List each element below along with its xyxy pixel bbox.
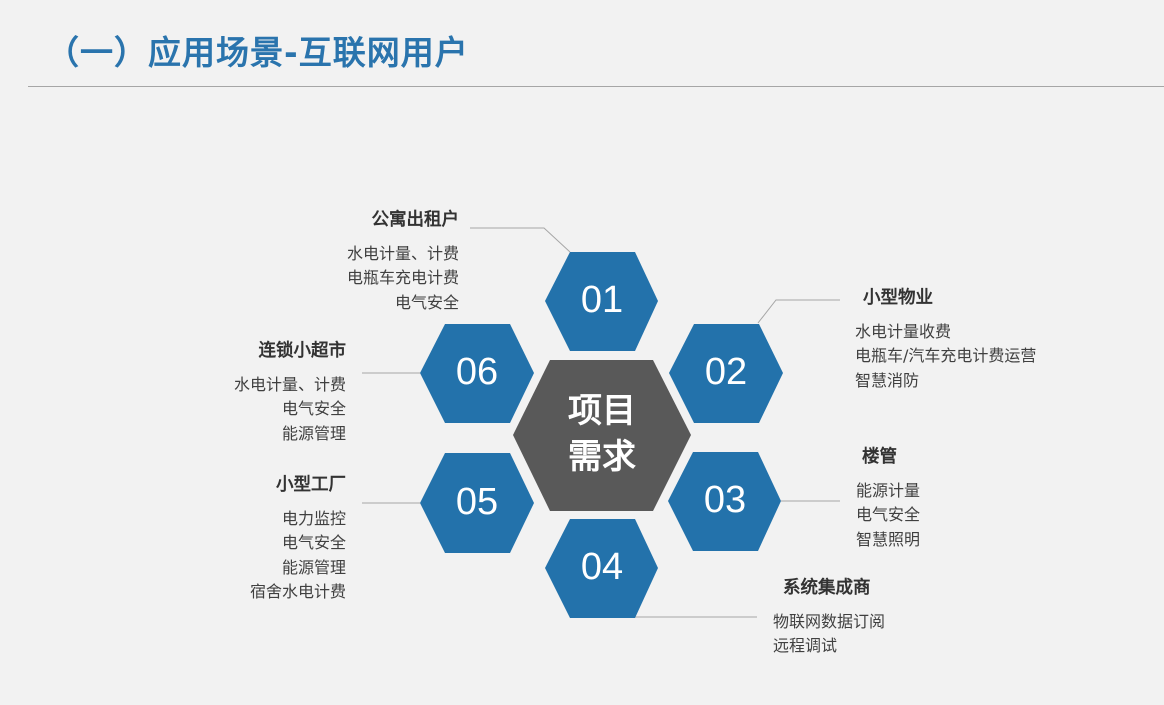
item-heading: 公寓出租户 xyxy=(371,210,460,230)
hex-number-06: 06 xyxy=(455,351,499,393)
hexagon-03 xyxy=(668,452,781,551)
center-hexagon xyxy=(513,360,691,511)
item-line: 水电计量收费 xyxy=(855,321,952,341)
hexagon-06 xyxy=(420,324,534,423)
hex-number-04: 04 xyxy=(580,546,624,588)
item-line: 电瓶车/汽车充电计费运营 xyxy=(855,346,1037,365)
page-title: （一）应用场景-互联网用户 xyxy=(46,33,469,72)
item-01-text: 公寓出租户 水电计量、计费 电瓶车充电计费 电气安全 xyxy=(347,208,459,315)
item-02-text: 小型物业 水电计量收费 电瓶车/汽车充电计费运营 智慧消防 xyxy=(855,286,1036,393)
item-line: 电气安全 xyxy=(394,292,459,312)
item-heading: 小型工厂 xyxy=(276,475,346,495)
item-line: 电瓶车充电计费 xyxy=(346,268,459,287)
item-line: 水电计量、计费 xyxy=(233,374,346,394)
hex-number-03: 03 xyxy=(703,479,747,521)
item-line: 电气安全 xyxy=(281,533,346,552)
item-05-text: 小型工厂 电力监控 电气安全 能源管理 宿舍水电计费 xyxy=(250,473,346,605)
hexagon-01 xyxy=(545,252,658,351)
item-heading: 小型物业 xyxy=(863,288,933,308)
hexagon-04 xyxy=(545,519,658,618)
item-04-text: 系统集成商 物联网数据订阅 远程调试 xyxy=(773,576,885,659)
hex-number-02: 02 xyxy=(704,351,748,393)
item-line: 智慧消防 xyxy=(855,370,920,390)
item-line: 水电计量、计费 xyxy=(346,243,459,263)
hex-number-01: 01 xyxy=(580,279,624,321)
item-heading: 连锁小超市 xyxy=(258,341,347,361)
item-line: 远程调试 xyxy=(773,636,838,655)
title-divider xyxy=(28,86,1164,87)
center-line-2: 需求 xyxy=(568,437,636,477)
hex-number-05: 05 xyxy=(455,481,499,523)
item-06-text: 连锁小超市 水电计量、计费 电气安全 能源管理 xyxy=(234,339,346,446)
item-line: 宿舍水电计费 xyxy=(249,582,346,601)
item-line: 电力监控 xyxy=(281,508,346,528)
leader-line-01 xyxy=(470,227,571,253)
center-label: 项目 需求 xyxy=(552,388,652,480)
item-heading: 楼管 xyxy=(862,447,897,467)
item-line: 智慧照明 xyxy=(856,529,921,549)
item-line: 电气安全 xyxy=(856,505,921,524)
leader-line-02 xyxy=(757,299,840,324)
center-line-1: 项目 xyxy=(568,391,636,431)
item-line: 能源管理 xyxy=(281,557,346,577)
item-heading: 系统集成商 xyxy=(783,578,871,598)
item-line: 物联网数据订阅 xyxy=(773,611,886,631)
hexagon-02 xyxy=(669,324,783,423)
item-line: 电气安全 xyxy=(281,399,346,418)
item-line: 能源计量 xyxy=(856,480,921,500)
item-03-text: 楼管 能源计量 电气安全 智慧照明 xyxy=(856,445,920,552)
hexagon-05 xyxy=(420,453,534,553)
item-line: 能源管理 xyxy=(281,423,346,443)
